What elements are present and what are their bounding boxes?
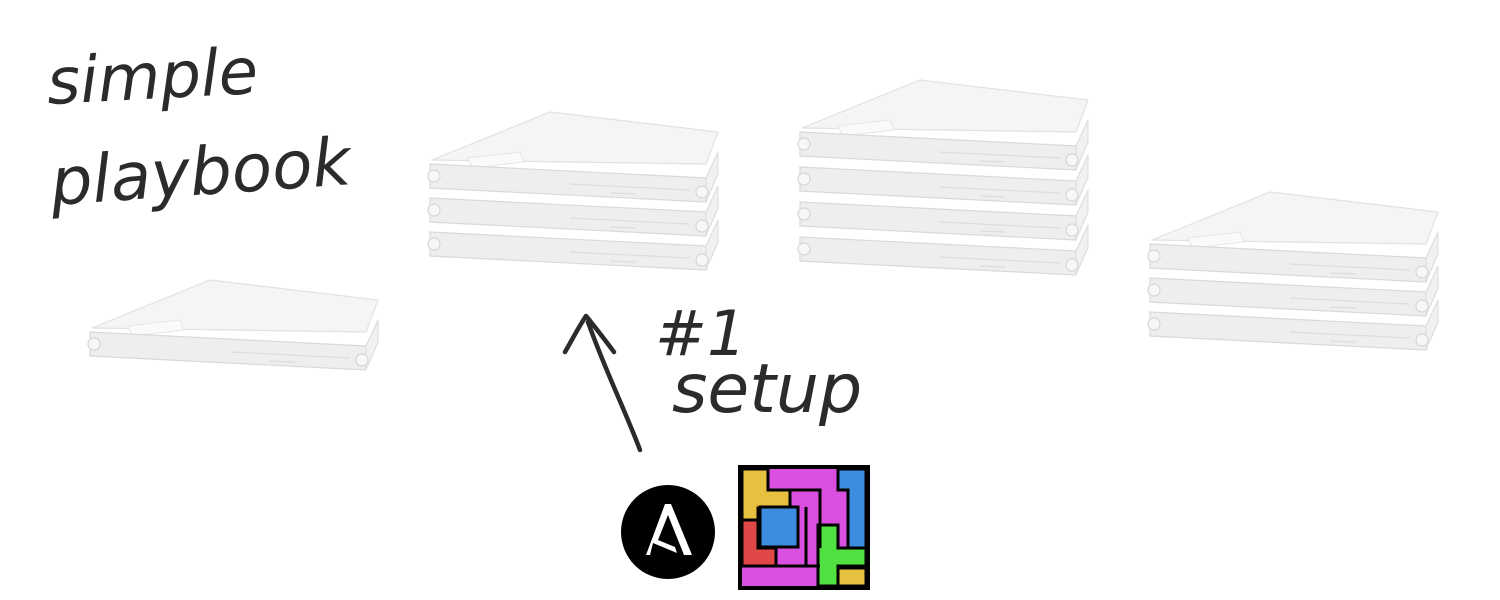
server — [797, 224, 1089, 276]
step-label: setup — [672, 350, 862, 429]
server — [427, 185, 719, 237]
server-stack-3 — [797, 79, 1089, 276]
ansible-logo: A — [621, 485, 715, 579]
title-line-1: simple — [45, 35, 260, 120]
server — [87, 279, 379, 371]
server — [797, 154, 1089, 206]
server — [427, 111, 719, 203]
server — [1147, 265, 1439, 317]
title-annotation: simple playbook — [45, 35, 356, 221]
server-stack-4 — [1147, 191, 1439, 351]
maze-logo — [738, 465, 870, 590]
step-number: #1 — [655, 297, 746, 370]
server — [427, 219, 719, 271]
server-stack-1 — [87, 279, 379, 371]
title-line-2: playbook — [47, 123, 356, 221]
server — [1147, 299, 1439, 351]
step-annotation: #1 setup — [655, 297, 862, 429]
server — [1147, 191, 1439, 283]
server — [797, 189, 1089, 241]
arrow-icon — [562, 313, 643, 453]
server-stack-2 — [427, 111, 719, 271]
server-groups — [87, 79, 1439, 371]
server — [797, 79, 1089, 171]
